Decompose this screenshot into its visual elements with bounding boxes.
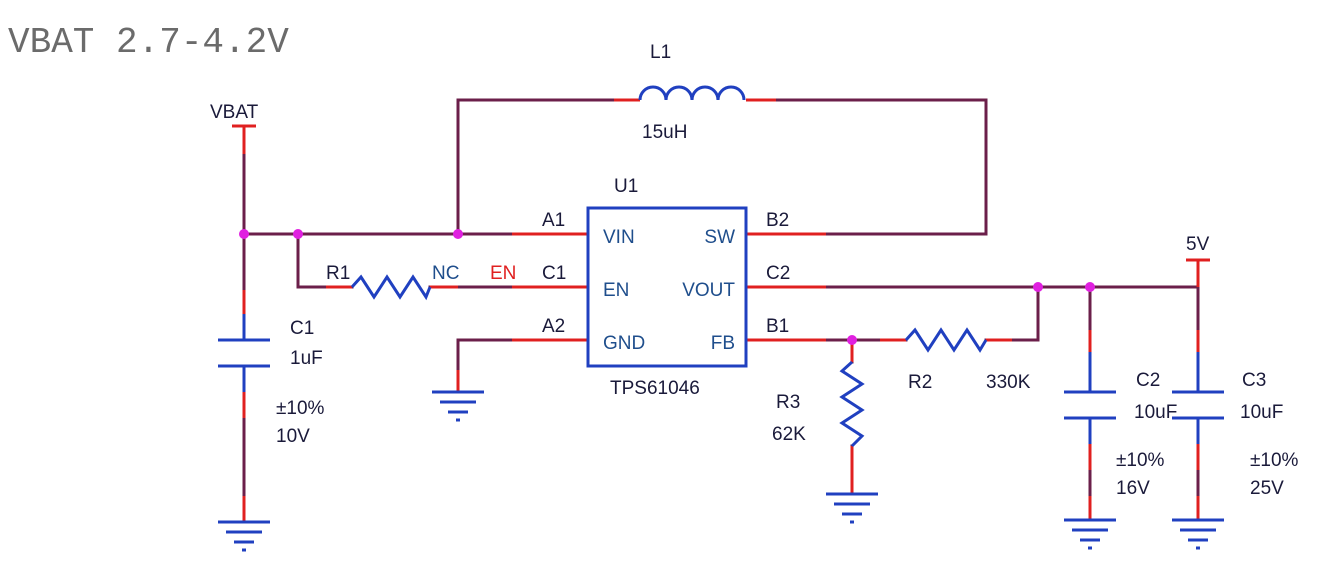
l1-value: 15uH xyxy=(642,122,687,143)
pin-name-en: EN xyxy=(603,280,629,301)
c1-ref: C1 xyxy=(290,318,314,339)
c3-tol: ±10% xyxy=(1250,450,1299,471)
junction-dots xyxy=(239,229,1095,345)
r3-ref: R3 xyxy=(776,392,800,413)
pin-num-c2: C2 xyxy=(766,263,790,284)
pin-num-b1: B1 xyxy=(766,316,789,337)
ground-icon xyxy=(432,390,484,422)
pin-name-fb: FB xyxy=(711,333,735,354)
c3-ref: C3 xyxy=(1242,370,1266,391)
r1-ref: R1 xyxy=(326,263,350,284)
c2-value: 10uF xyxy=(1134,402,1177,423)
ground-symbols xyxy=(218,390,1224,552)
pin-name-sw: SW xyxy=(704,227,735,248)
pin-num-a1: A1 xyxy=(542,210,565,231)
l1-ref: L1 xyxy=(650,42,671,63)
ground-icon xyxy=(1064,518,1116,550)
junction-dot xyxy=(239,229,249,239)
r2-ref: R2 xyxy=(908,372,932,393)
pin-stubs xyxy=(242,98,1200,522)
pin-num-b2: B2 xyxy=(766,210,789,231)
r3-value: 62K xyxy=(772,424,806,445)
ic-u1: U1 TPS61046 VIN EN GND SW VOUT FB A1 C1 … xyxy=(542,176,790,399)
vbat-port: VBAT xyxy=(210,102,259,128)
ground-icon xyxy=(218,520,270,552)
junction-dot xyxy=(293,229,303,239)
capacitor-c3: C3 10uF ±10% 25V xyxy=(1172,352,1299,499)
junction-dot xyxy=(847,335,857,345)
pin-num-a2: A2 xyxy=(542,316,565,337)
u1-ref: U1 xyxy=(614,176,638,197)
pin-name-vin: VIN xyxy=(603,227,635,248)
resistor-r2: R2 330K xyxy=(904,327,1031,393)
u1-part: TPS61046 xyxy=(610,378,700,399)
junction-dot xyxy=(1033,282,1043,292)
r2-value: 330K xyxy=(986,372,1031,393)
ground-icon xyxy=(826,492,878,524)
ground-icon xyxy=(1172,518,1224,550)
capacitor-c2: C2 10uF ±10% 16V xyxy=(1064,352,1177,499)
five-v-label: 5V xyxy=(1186,234,1210,255)
page-title: VBAT 2.7-4.2V xyxy=(8,22,289,63)
junction-dot xyxy=(453,229,463,239)
c1-value: 1uF xyxy=(290,348,323,369)
net-label-nc: NC xyxy=(432,263,459,284)
c1-tol: ±10% xyxy=(276,398,325,419)
five-v-port: 5V xyxy=(1186,234,1210,262)
resistor-r1: R1 xyxy=(326,263,432,301)
junction-dot xyxy=(1085,282,1095,292)
vbat-label: VBAT xyxy=(210,102,259,123)
c2-ref: C2 xyxy=(1136,370,1160,391)
c2-tol: ±10% xyxy=(1116,450,1165,471)
c3-voltage: 25V xyxy=(1250,478,1284,499)
inductor-l1: L1 15uH xyxy=(638,42,746,143)
pin-name-gnd: GND xyxy=(603,333,645,354)
pin-num-c1: C1 xyxy=(542,263,566,284)
net-label-en: EN xyxy=(490,263,516,284)
capacitor-c1: C1 1uF ±10% 10V xyxy=(218,314,325,447)
c3-value: 10uF xyxy=(1240,402,1283,423)
pin-name-vout: VOUT xyxy=(682,280,735,301)
resistor-r3: R3 62K xyxy=(772,360,865,448)
c1-voltage: 10V xyxy=(276,426,310,447)
c2-voltage: 16V xyxy=(1116,478,1150,499)
